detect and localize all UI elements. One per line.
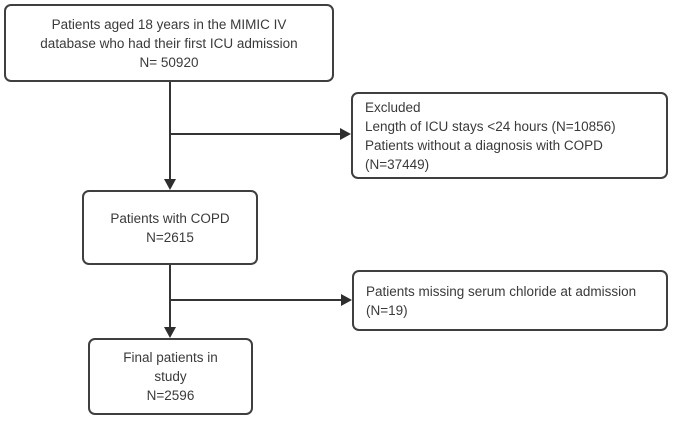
- box-population-line: database who had their first ICU admissi…: [40, 35, 298, 51]
- arrowhead-down-icon: [164, 179, 176, 190]
- arrowhead-right-icon: [341, 294, 352, 306]
- flow-line-branch-missing-chloride: [169, 299, 341, 301]
- flow-line-branch-excluded: [169, 133, 340, 135]
- box-excluded-line: Length of ICU stays <24 hours (N=10856): [365, 118, 616, 134]
- flow-line-vertical-2: [169, 264, 171, 327]
- box-excluded-line: Patients without a diagnosis with COPD: [365, 137, 603, 153]
- box-copd: Patients with COPD N=2615: [82, 190, 258, 265]
- box-final-study-line: Final patients in: [123, 350, 218, 365]
- box-copd-line: Patients with COPD: [110, 210, 230, 226]
- flow-line-vertical-1: [169, 82, 171, 179]
- box-population-line: Patients aged 18 years in the MIMIC IV: [51, 16, 287, 32]
- box-excluded-line: Excluded: [365, 99, 421, 115]
- box-population-line: N= 50920: [139, 54, 199, 70]
- arrowhead-right-icon: [340, 128, 351, 140]
- box-missing-chloride-line: Patients missing serum chloride at admis…: [366, 283, 637, 299]
- arrowhead-down-icon: [164, 327, 176, 338]
- box-population: Patients aged 18 years in the MIMIC IV d…: [4, 4, 334, 82]
- box-excluded: Excluded Length of ICU stays <24 hours (…: [351, 92, 668, 179]
- box-missing-chloride: Patients missing serum chloride at admis…: [352, 270, 668, 331]
- box-final-study: Final patients in study N=2596: [88, 338, 253, 415]
- box-final-study-line: N=2596: [146, 388, 195, 403]
- box-copd-line: N=2615: [146, 229, 194, 245]
- box-excluded-line: (N=37449): [365, 156, 430, 172]
- box-missing-chloride-line: (N=19): [366, 302, 408, 318]
- box-final-study-line: study: [154, 369, 187, 384]
